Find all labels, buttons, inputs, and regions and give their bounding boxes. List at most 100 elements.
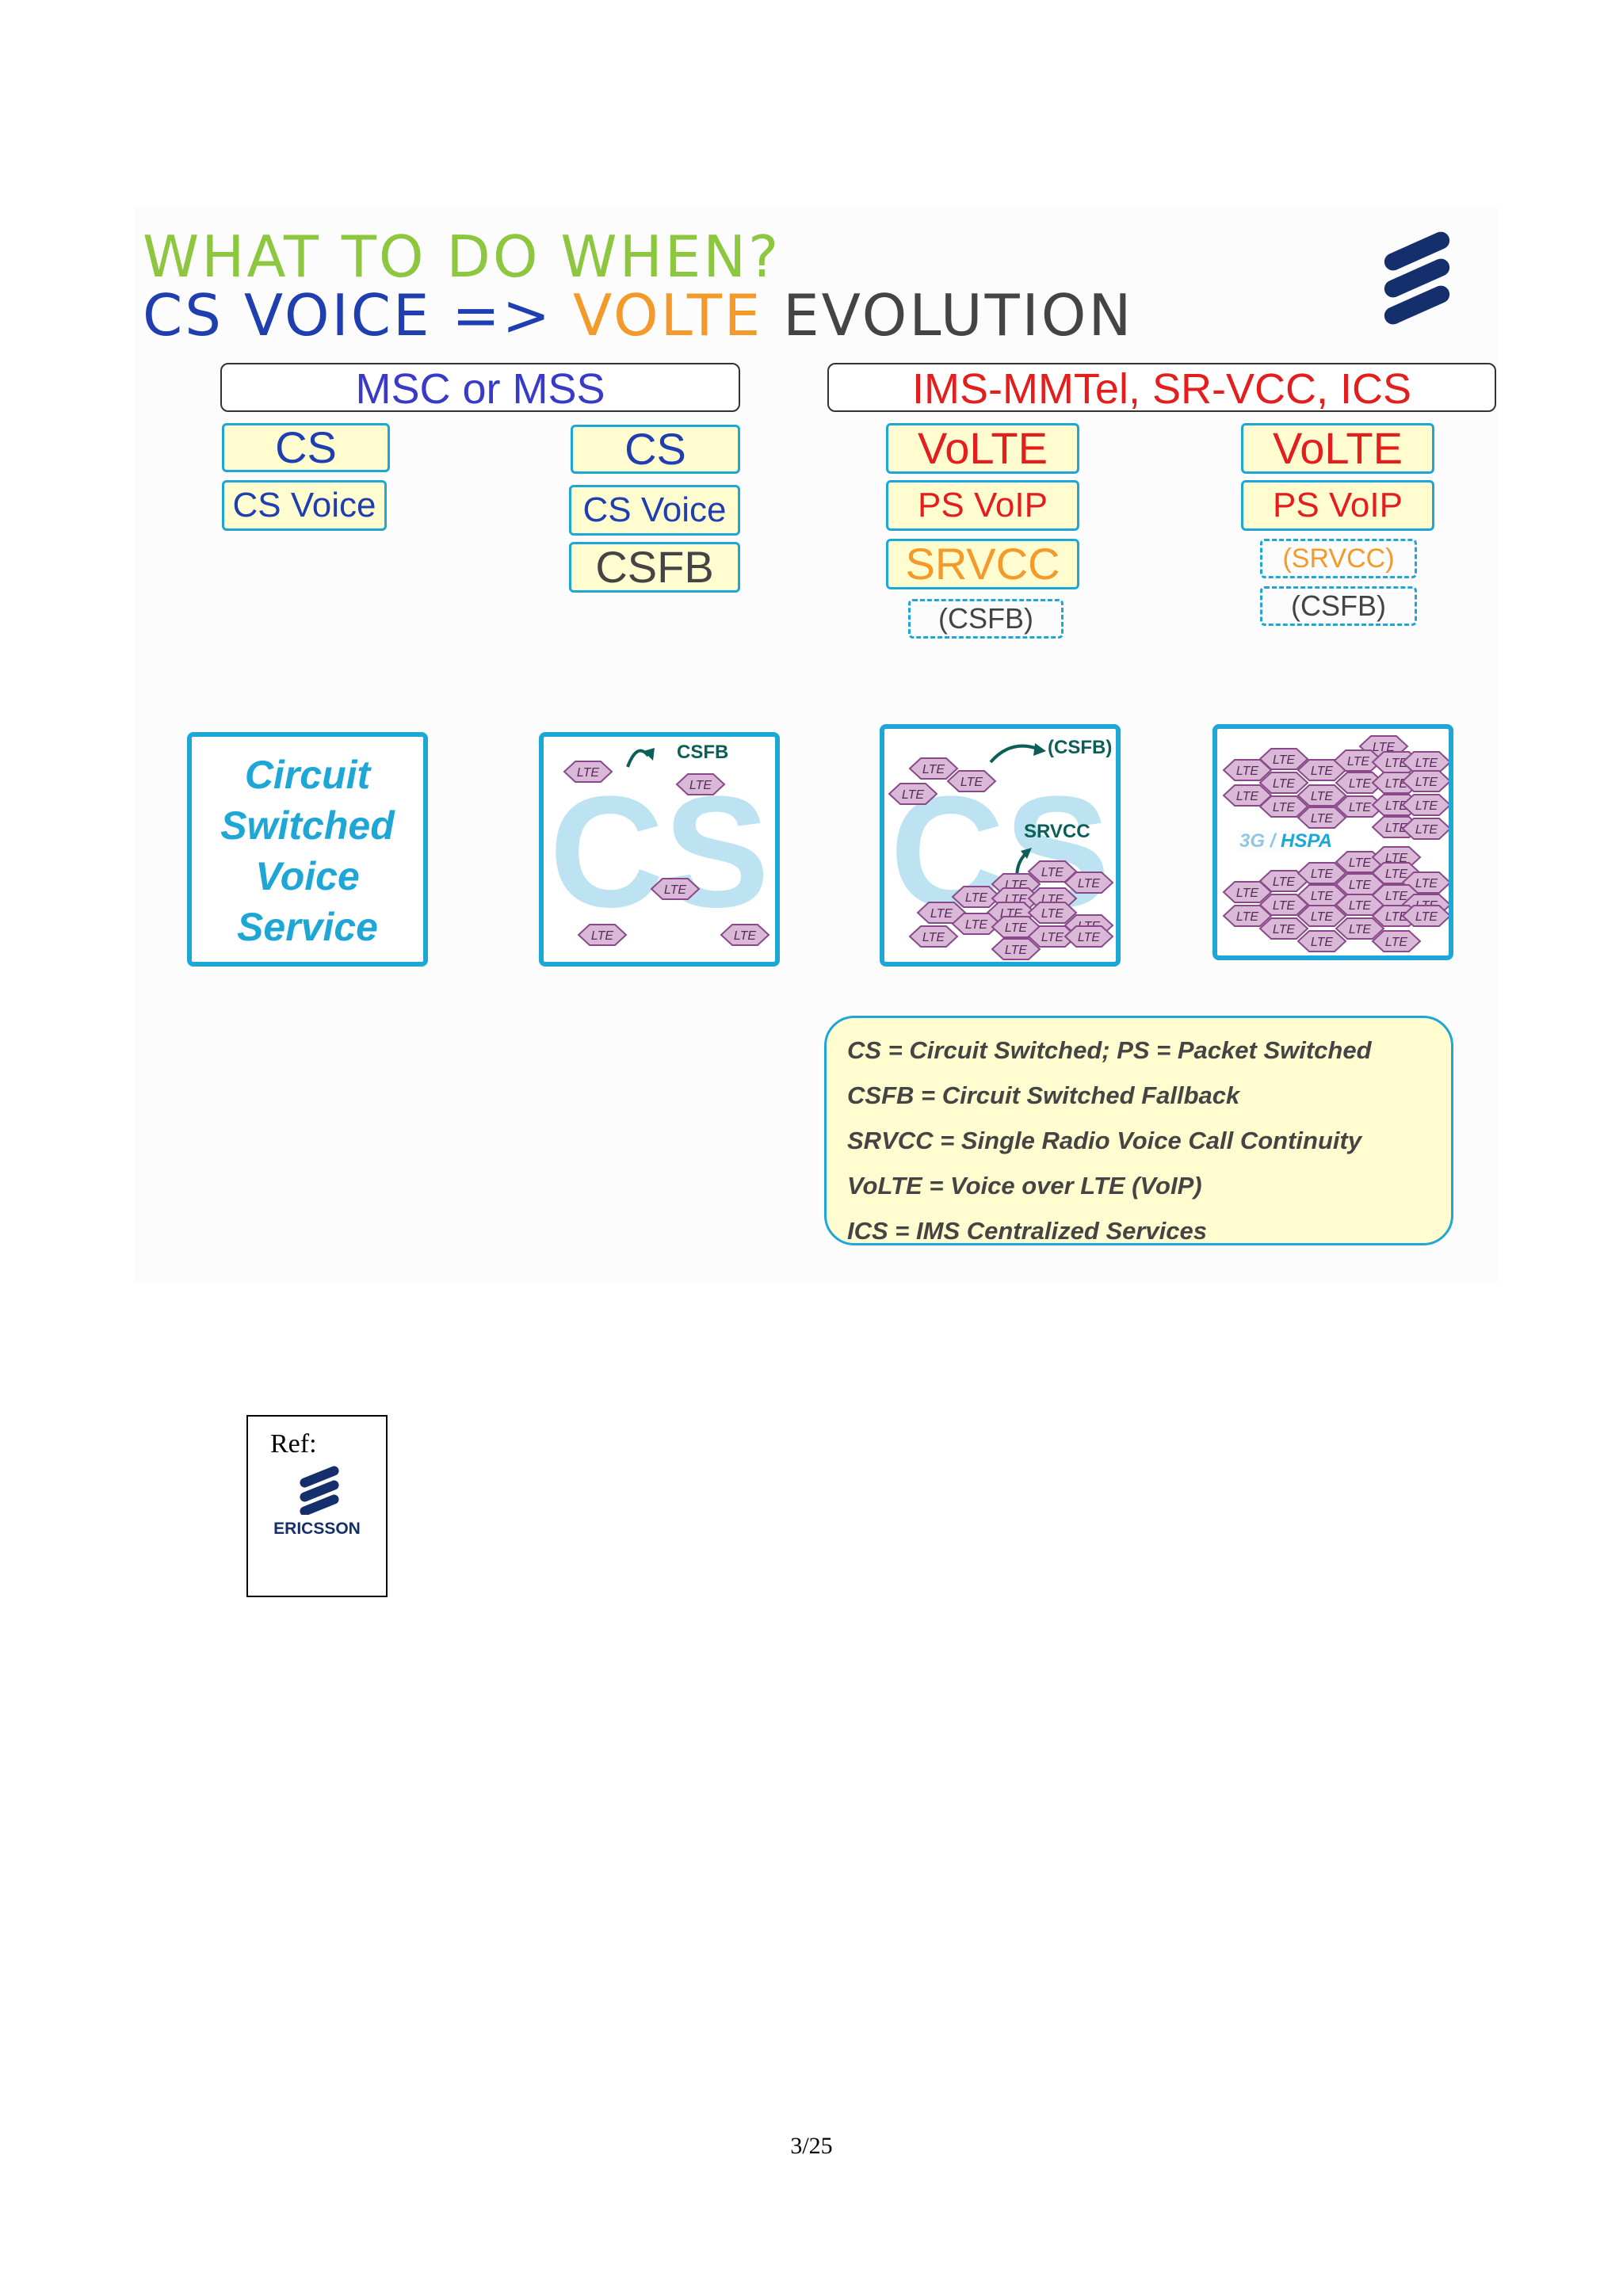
- legend-item: SRVCC = Single Radio Voice Call Continui…: [847, 1127, 1362, 1154]
- lte-cell-icon: LTE: [1258, 917, 1309, 940]
- lte-cell-label: LTE: [1311, 936, 1333, 949]
- panel1-line4: Service: [237, 905, 378, 949]
- col3-csfb-optional-box: (CSFB): [908, 599, 1064, 639]
- lte-cell-icon: LTE: [908, 925, 959, 948]
- lte-cell-label: LTE: [1005, 944, 1027, 957]
- lte-cell-label: LTE: [1415, 823, 1438, 837]
- lte-cell-icon: LTE: [1258, 772, 1309, 794]
- lte-cell-label: LTE: [1385, 799, 1407, 813]
- lte-cell-label: LTE: [1385, 936, 1407, 949]
- panel2-csfb-label: CSFB: [677, 742, 729, 763]
- lte-cell-icon: LTE: [1335, 795, 1385, 818]
- ericsson-small-logo-icon: [300, 1466, 339, 1515]
- lte-cell-label: LTE: [1415, 877, 1438, 891]
- lte-cell-icon: LTE: [1222, 905, 1273, 927]
- col2-cs-voice-box: CS Voice: [569, 485, 740, 536]
- lte-cell-icon: LTE: [1296, 905, 1347, 927]
- lte-cell-label: LTE: [1273, 923, 1295, 936]
- lte-cell-icon: LTE: [908, 757, 959, 780]
- lte-cell-icon: LTE: [951, 913, 1002, 935]
- lte-cell-label: LTE: [1349, 899, 1371, 913]
- lte-cell-label: LTE: [1273, 875, 1295, 889]
- panel1-line1: Circuit: [244, 753, 371, 797]
- lte-cell-icon: LTE: [1401, 794, 1449, 816]
- lte-cell-icon: LTE: [1333, 749, 1384, 772]
- lte-cell-icon: LTE: [577, 924, 628, 946]
- col2-csfb-box: CSFB: [569, 542, 740, 593]
- col3-srvcc-box: SRVCC: [886, 539, 1079, 589]
- lte-cell-label: LTE: [1347, 755, 1369, 769]
- lte-cell-icon: LTE: [1027, 925, 1078, 948]
- lte-cell-icon: LTE: [1401, 751, 1449, 773]
- lte-cell-label: LTE: [1311, 765, 1333, 778]
- panel4-hspa-label: HSPA: [1281, 830, 1332, 852]
- reference-box: Ref: ERICSSON: [246, 1415, 388, 1597]
- col2-cs-box: CS: [571, 425, 740, 474]
- lte-cell-label: LTE: [1236, 910, 1258, 924]
- lte-cell-icon: LTE: [1296, 759, 1347, 781]
- lte-cell-icon: LTE: [991, 938, 1041, 960]
- lte-cell-label: LTE: [1311, 790, 1333, 803]
- lte-cell-icon: LTE: [1064, 871, 1114, 894]
- lte-cell-label: LTE: [577, 766, 599, 780]
- lte-cell-label: LTE: [1041, 866, 1064, 879]
- lte-cell-icon: LTE: [1401, 770, 1449, 792]
- lte-cell-icon: LTE: [1335, 873, 1385, 895]
- lte-cell-icon: LTE: [1401, 905, 1449, 927]
- lte-cell-label: LTE: [1373, 741, 1395, 754]
- lte-cell-label: LTE: [1041, 907, 1064, 921]
- lte-cell-label: LTE: [960, 776, 983, 789]
- panel1-line2: Switched: [220, 803, 395, 848]
- lte-cell-label: LTE: [1236, 790, 1258, 803]
- panel1-line3: Voice: [255, 854, 360, 898]
- lte-cell-label: LTE: [1349, 777, 1371, 791]
- lte-cell-label: LTE: [1311, 868, 1333, 881]
- col4-ps-voip-box: PS VoIP: [1241, 480, 1434, 531]
- lte-cell-label: LTE: [965, 891, 987, 905]
- col4-srvcc-optional-box: (SRVCC): [1260, 539, 1417, 578]
- panel2-network-diagram: [626, 748, 655, 768]
- slide-title-line1: WHAT TO DO WHEN?: [143, 223, 781, 290]
- lte-cell-label: LTE: [1273, 753, 1295, 767]
- title-cs-voice: CS VOICE: [143, 282, 453, 349]
- lte-cell-icon: LTE: [650, 878, 701, 900]
- lte-cell-label: LTE: [1349, 879, 1371, 892]
- col4-csfb-optional-box: (CSFB): [1260, 586, 1417, 626]
- ref-label: Ref:: [270, 1429, 317, 1459]
- lte-cell-icon: LTE: [1258, 748, 1309, 770]
- lte-cell-label: LTE: [1349, 856, 1371, 870]
- lte-cell-icon: LTE: [1296, 930, 1347, 952]
- lte-cell-label: LTE: [591, 929, 613, 943]
- lte-cell-icon: LTE: [1222, 784, 1273, 807]
- lte-cell-label: LTE: [1236, 887, 1258, 900]
- panel3-csfb-label: (CSFB): [1048, 737, 1113, 758]
- lte-cell-label: LTE: [1273, 777, 1295, 791]
- lte-cell-label: LTE: [965, 918, 987, 932]
- lte-cell-label: LTE: [1385, 890, 1407, 903]
- lte-cell-label: LTE: [930, 907, 953, 921]
- ericsson-logo-icon: [1384, 231, 1450, 325]
- lte-cell-label: LTE: [1311, 812, 1333, 826]
- slide-title-line2: CS VOICE => VOLTE EVOLUTION: [143, 282, 1133, 349]
- lte-cell-label: LTE: [1385, 822, 1407, 835]
- col1-cs-box: CS: [222, 423, 390, 472]
- lte-cell-icon: LTE: [1027, 902, 1078, 924]
- panel4-tech-label: 3G / HSPA: [1238, 830, 1334, 852]
- ims-header: IMS-MMTel, SR-VCC, ICS: [827, 363, 1496, 413]
- lte-cell-label: LTE: [922, 763, 945, 776]
- panel2-cs-watermark: CS: [549, 764, 769, 940]
- msc-header: MSC or MSS: [220, 363, 740, 413]
- title-arrow: =>: [452, 282, 553, 349]
- legend-item: CS = Circuit Switched; PS = Packet Switc…: [847, 1036, 1372, 1064]
- col4-volte-box: VoLTE: [1241, 423, 1434, 474]
- lte-cell-icon: LTE: [1222, 881, 1273, 903]
- lte-cell-icon: LTE: [916, 902, 967, 924]
- lte-cell-label: LTE: [1041, 931, 1064, 944]
- lte-cell-icon: LTE: [946, 770, 997, 792]
- lte-cell-label: LTE: [1385, 777, 1407, 791]
- lte-cell-icon: LTE: [563, 761, 613, 783]
- col3-volte-box: VoLTE: [886, 423, 1079, 474]
